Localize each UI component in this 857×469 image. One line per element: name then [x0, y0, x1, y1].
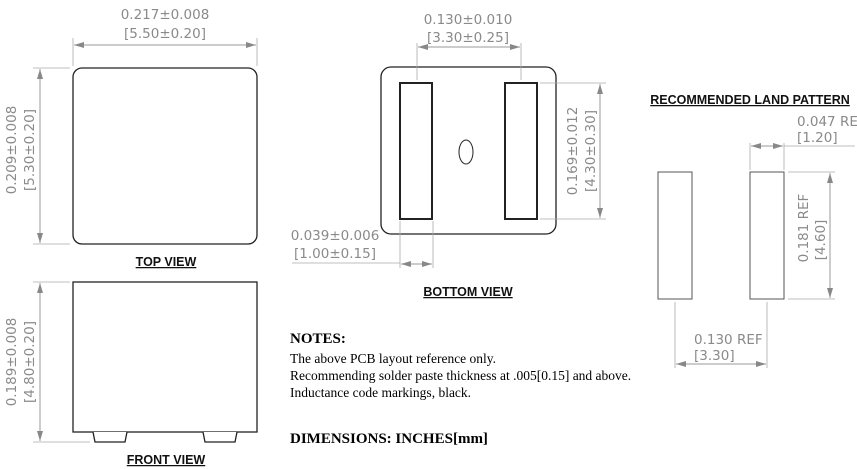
front-view-label: FRONT VIEW	[127, 453, 206, 467]
top-view-body	[72, 67, 258, 245]
notes-heading: NOTES:	[290, 331, 346, 347]
front-height-inch: 0.189±0.008	[4, 318, 20, 407]
land-pad-length-inch: 0.181 REF	[796, 194, 812, 263]
top-view: 0.217±0.008 [5.50±0.20] 0.209±0.008 [5.3…	[4, 7, 258, 269]
land-right-pad	[749, 171, 785, 300]
bottom-pad-width-inch: 0.039±0.006	[291, 228, 380, 244]
bottom-pitch-inch: 0.130±0.010	[424, 12, 513, 28]
note-line-2: Recommending solder paste thickness at .…	[290, 368, 632, 383]
land-pad-length-mm: [4.60]	[813, 220, 829, 261]
dimensions-units: DIMENSIONS: INCHES[mm]	[290, 431, 488, 447]
bottom-pad-length-mm: [4.30±0.30]	[583, 110, 599, 192]
land-pad-width-mm: [1.20]	[797, 130, 838, 146]
front-height-mm: [4.80±0.20]	[22, 321, 38, 403]
bottom-left-pad	[399, 82, 433, 220]
land-pattern-label: RECOMMENDED LAND PATTERN	[650, 93, 850, 107]
top-height-mm: [5.30±0.20]	[22, 109, 38, 191]
note-line-1: The above PCB layout reference only.	[290, 351, 497, 366]
top-width-inch: 0.217±0.008	[121, 7, 210, 23]
bottom-right-pad	[504, 82, 538, 220]
front-view: 0.189±0.008 [4.80±0.20] FRONT VIEW	[4, 281, 258, 467]
front-left-terminal	[92, 431, 128, 443]
bottom-pitch-mm: [3.30±0.25]	[427, 30, 509, 46]
note-line-3: Inductance code markings, black.	[290, 385, 472, 400]
land-pitch-mm: [3.30]	[694, 348, 735, 364]
front-right-terminal	[202, 431, 238, 443]
land-pitch-inch: 0.130 REF	[694, 332, 763, 348]
bottom-pad-length-inch: 0.169±0.012	[565, 107, 581, 196]
bottom-view-label: BOTTOM VIEW	[423, 285, 513, 299]
land-left-pad	[657, 171, 693, 300]
bottom-view: 0.130±0.010 [3.30±0.25] 0.169±0.012 [4.3…	[291, 12, 606, 299]
top-height-inch: 0.209±0.008	[4, 106, 20, 195]
front-view-body	[72, 281, 258, 433]
polarity-mark	[458, 139, 474, 165]
land-pattern: RECOMMENDED LAND PATTERN 0.047 REF [1.20…	[650, 93, 857, 368]
bottom-pad-width-mm: [1.00±0.15]	[294, 246, 376, 262]
top-view-label: TOP VIEW	[136, 255, 197, 269]
top-width-mm-text: [5.50±0.20]	[124, 26, 206, 42]
land-pad-width-inch: 0.047 REF	[797, 114, 857, 130]
